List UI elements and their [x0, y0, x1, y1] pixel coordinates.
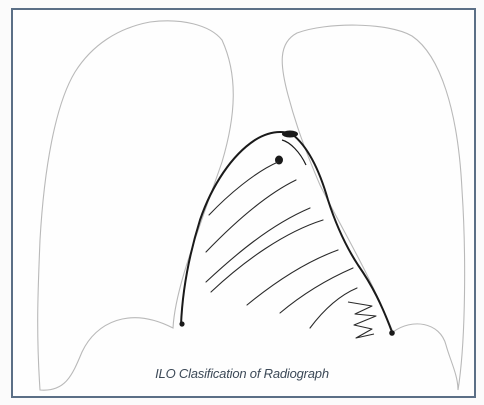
hatch-line — [206, 180, 296, 252]
right-end-dot — [389, 330, 395, 336]
figure-caption: ILO Clasification of Radiograph — [0, 366, 484, 381]
hatch-line — [310, 288, 357, 328]
left-end-dot — [179, 321, 184, 326]
left-side-lung-outline — [38, 21, 234, 390]
zigzag-scribble — [348, 302, 376, 338]
hatching — [206, 162, 357, 328]
right-side-lung-outline — [282, 25, 464, 390]
heart-outline — [181, 132, 392, 332]
hatch-line — [247, 250, 338, 305]
apex-mark — [282, 131, 298, 138]
hatch-line — [280, 268, 353, 313]
